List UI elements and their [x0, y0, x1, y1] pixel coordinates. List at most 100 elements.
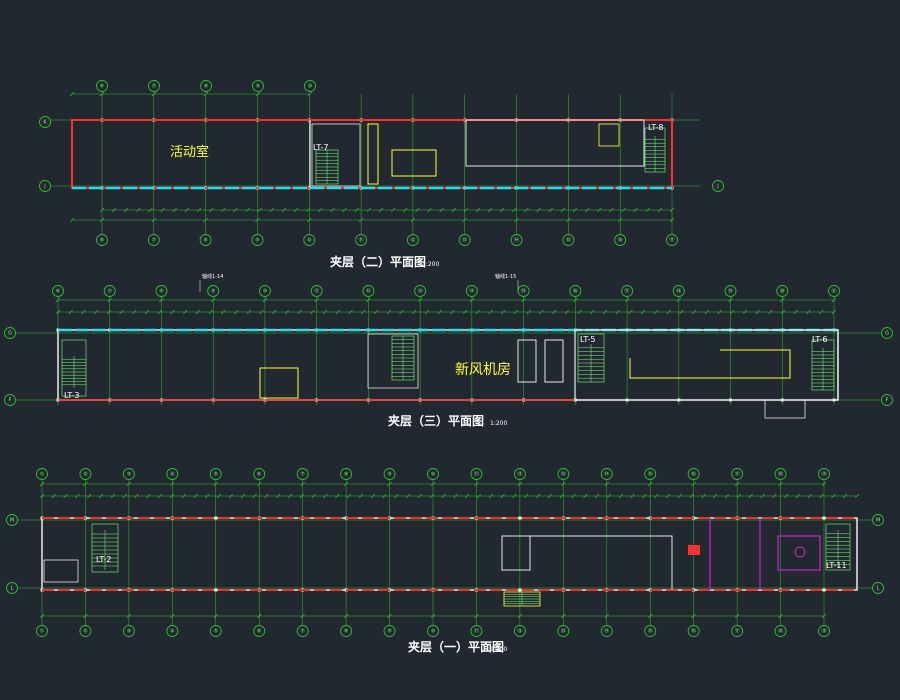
p1-axis-top-4-label: ⑩ [308, 83, 313, 89]
p3-dim-fine-tick-59 [736, 493, 742, 499]
p3-dim-fine-tick-30 [394, 493, 399, 499]
p3-axis-top-4: ⑤ [209, 468, 222, 480]
p3-dim-fine-tick-40 [512, 493, 517, 499]
p2-dim-fine-tick-2 [81, 309, 86, 315]
p1-dim-fine-tick-17 [305, 207, 311, 213]
p3-dim-fine-tick-31 [405, 493, 411, 499]
p3-axis-top-6-circle [296, 468, 309, 480]
p1-dim-fine-tick-40 [584, 207, 590, 213]
p3-dim-fine-tick-53 [665, 493, 671, 499]
p2-axis-top-9-label: ⑮ [521, 287, 526, 294]
plan-mezz3-room-label: 新风机房 [455, 362, 511, 378]
p3-dim-fine-tick-42 [535, 493, 541, 499]
p2-axis-top-11: ⑰ [621, 285, 634, 297]
p1-dim-top-tick-2 [151, 91, 157, 97]
p3-dim-fine-tick-32 [417, 493, 423, 499]
p1-dim-bottom-tick-1 [99, 217, 105, 223]
p3-dim-top-tick-3 [170, 481, 175, 487]
p2-axis-left-0-label: G [8, 330, 12, 336]
p3-axis-bottom-3-circle [166, 625, 179, 637]
p2-dim-fine-tick-12 [208, 309, 213, 315]
p1-dim-fine-tick-2 [123, 207, 129, 213]
p3-axis-top-9-circle [427, 468, 439, 480]
p3-axis-bottom-11-circle [513, 625, 526, 637]
p2-dim-top-tick-5 [314, 297, 319, 303]
p3-dim-fine-tick-5 [98, 493, 104, 499]
p2-axis-top-8-circle [465, 285, 478, 297]
p3-axis-top-3: ④ [166, 468, 179, 480]
p3-axis-bottom-18-label: ⑲ [821, 627, 826, 634]
p2-dim-top-tick-13 [728, 297, 733, 303]
p1-axis-top-0-circle [96, 80, 108, 92]
p3-dim-bottom-tick-9 [430, 613, 436, 619]
p3-axis-bottom-7-circle [340, 625, 353, 637]
p3-axis-bottom-18: ⑲ [818, 625, 830, 637]
p3-axis-top-15: ⑯ [687, 468, 700, 480]
p3-dim-bottom-tick-17 [778, 613, 783, 619]
p2-dim-fine-tick-1 [68, 309, 74, 315]
plan-mezz2-room-label: 活动室 [170, 144, 209, 160]
p3-axis-left-0-label: M [10, 517, 14, 523]
p2-dim-fine-tick-59 [806, 309, 811, 315]
p2-dim-top-tick-9 [521, 297, 526, 303]
p3-dim-top-tick-9 [430, 481, 436, 487]
p2-dim-fine-tick-29 [424, 309, 430, 315]
p2-dim-fine-tick-61 [831, 309, 837, 315]
p3-axis-top-2: ③ [122, 468, 135, 480]
plan-mezz1-stair-lt11 [825, 523, 851, 571]
p1-dim-fine-tick-14 [269, 207, 275, 213]
p1-dim-bottom-tick-0 [69, 217, 75, 223]
p1-axis-bottom-2-label: ⑧ [203, 237, 208, 243]
p1-dim-fine-tick-42 [609, 207, 614, 213]
p1-axis-bottom-0-label: ⑥ [100, 237, 105, 243]
p2-dim-fine-tick-27 [399, 309, 404, 315]
p3-dim-bottom-tick-4 [213, 613, 219, 619]
p3-axis-right-0-label: M [876, 517, 880, 523]
p3-dim-fine-tick-43 [547, 493, 553, 499]
p2-dim-fine-tick-44 [615, 309, 621, 315]
plan-mezz2-stair-lt8-treads [645, 136, 665, 172]
p2-dim-fine-tick-28 [411, 309, 417, 315]
p3-axis-bottom-2: ③ [122, 625, 135, 637]
p2-axis-top-8-label: ⑭ [469, 287, 474, 294]
p2-dim-top-tick-15 [831, 297, 837, 303]
plan-mezz1-dimension-lines [39, 481, 860, 619]
p3-dim-bottom-tick-11 [517, 613, 523, 619]
p3-dim-fine-tick-50 [630, 493, 635, 499]
plan-mezz2-outer-wall [71, 119, 673, 189]
p3-axis-top-13-label: ⑭ [604, 470, 609, 477]
p3-dim-fine-tick-39 [500, 493, 505, 499]
p3-axis-top-5-circle [253, 468, 266, 480]
p3-axis-top-10: ⑪ [470, 468, 483, 480]
p2-axis-top-2-circle [155, 285, 168, 297]
p1-dim-top-tick-5 [307, 91, 313, 97]
p2-dim-fine-tick-39 [551, 309, 557, 315]
p3-axis-bottom-6-label: ⑦ [300, 628, 305, 634]
p2-axis-top-12-circle [672, 285, 685, 297]
plan-mezz1-stair-label-lt2: LT-2 [96, 555, 111, 564]
p1-axis-left-1-label: J [43, 183, 45, 189]
p2-axis-top-14-label: ⑳ [780, 287, 785, 294]
p3-axis-left-1: L [6, 582, 18, 594]
p2-axis-top-8: ⑭ [465, 285, 478, 297]
p1-dim-fine-tick-10 [220, 207, 226, 213]
p2-dim-fine-tick-43 [602, 309, 608, 315]
p3-axis-top-18-label: ⑲ [821, 470, 826, 477]
p1-dim-fine-tick-47 [669, 207, 675, 213]
p1-axis-bottom-7-circle [458, 234, 471, 246]
p1-axis-bottom-3-label: ⑨ [255, 237, 259, 243]
p2-dim-fine-tick-23 [348, 309, 353, 315]
plan-mezz3-duct-run [629, 349, 791, 379]
p3-dim-fine-tick-49 [618, 493, 624, 499]
p3-dim-bottom-tick-3 [170, 613, 175, 619]
p3-axis-top-4-label: ⑤ [214, 471, 218, 477]
p1-dim-fine-tick-0 [99, 207, 105, 213]
p3-dim-fine-tick-9 [146, 493, 151, 499]
p1-dim-top-tick-3 [203, 91, 209, 97]
p1-dim-fine-tick-26 [415, 207, 420, 213]
p3-dim-fine-tick-46 [583, 493, 588, 499]
p2-axis-right-0-circle [881, 327, 893, 339]
p3-axis-right-1: L [872, 582, 884, 594]
p1-axis-right-0: J [712, 180, 724, 192]
